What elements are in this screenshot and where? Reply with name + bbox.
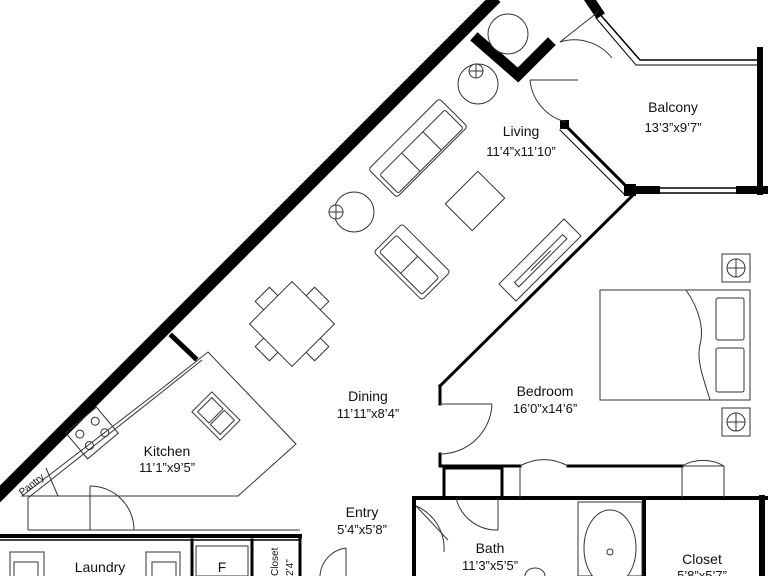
bed-blanket-fold — [685, 289, 711, 401]
alcove-round-table — [487, 13, 529, 55]
dining-kitchen-partition — [168, 332, 199, 362]
tub — [583, 509, 637, 576]
closet-dims: 5’8”x5’7” — [677, 568, 727, 576]
kitchen-counter-outer — [27, 359, 203, 530]
kitchen-dims: 11’1”x9’5” — [139, 460, 195, 475]
kitchen-name: Kitchen — [144, 443, 191, 459]
toilet — [524, 567, 546, 576]
laundry-name: Laundry — [75, 559, 126, 575]
dining-table — [248, 280, 336, 368]
kitchen-fixtures — [20, 351, 300, 531]
closet-door — [681, 459, 725, 498]
bath-name: Bath — [476, 540, 505, 556]
pillow-top — [715, 297, 745, 341]
kitchen-sink — [191, 391, 241, 441]
balcony-dims: 13’3”x9’7” — [644, 120, 701, 135]
living-name: Living — [503, 123, 540, 139]
kitchen-door — [89, 485, 135, 531]
kitchen-counter — [20, 351, 297, 497]
fridge-label: F — [218, 559, 227, 575]
tv-console — [498, 218, 582, 302]
balcony-fixtures — [487, 13, 529, 55]
bedroom-furniture — [599, 253, 751, 437]
balcony-door — [559, 11, 613, 59]
bath-fixtures — [524, 501, 643, 576]
entry-name: Entry — [346, 504, 379, 520]
dining-name: Dining — [348, 388, 388, 404]
chase-door — [455, 497, 499, 531]
bath-door-top — [519, 459, 569, 498]
bedroom-diagonal-wall — [437, 193, 635, 389]
dining-dims: 11’11”x8’4” — [337, 406, 399, 421]
bath-dims: 11’3”x5’5” — [462, 558, 518, 573]
pillow-bottom — [715, 347, 745, 393]
coat-closet-name: Closet — [270, 547, 281, 576]
living-furniture — [328, 63, 582, 302]
balcony-door-jamb — [583, 0, 605, 19]
room-labels: Balcony 13’3”x9’7” Living 11’4”x11’10” B… — [17, 99, 727, 576]
living-balcony-door — [529, 79, 578, 123]
coffee-table — [444, 170, 506, 232]
entry-door — [319, 547, 347, 576]
doors — [89, 11, 725, 576]
balcony-name: Balcony — [648, 99, 698, 115]
living-dims: 11’4”x11’10” — [486, 144, 556, 159]
fridge-box — [195, 545, 249, 576]
balcony-rail-inner — [595, 17, 761, 66]
balcony-rail — [596, 10, 761, 61]
entry-alcove-wall — [470, 32, 556, 83]
bedroom-dims: 16’0”x14’6” — [513, 401, 577, 416]
bedroom-door — [439, 403, 493, 455]
pantry-divider — [45, 467, 59, 497]
window-post — [560, 120, 569, 129]
coat-closet-dims: 2’4” — [285, 559, 296, 576]
exterior-diagonal-wall — [0, 0, 501, 503]
bath-entry-door — [415, 505, 449, 553]
living-window-wall — [562, 122, 633, 193]
cooktop — [65, 406, 119, 460]
entry-dims: 5’4”x5’8” — [337, 522, 387, 537]
loveseat — [374, 224, 450, 300]
mech-chase — [442, 466, 504, 500]
dining-set — [248, 280, 336, 368]
bedroom-name: Bedroom — [517, 383, 574, 399]
sofa — [369, 99, 467, 197]
closet-name: Closet — [682, 551, 722, 567]
laundry-fixtures — [9, 545, 249, 576]
living-window-wall-inner — [559, 129, 626, 196]
